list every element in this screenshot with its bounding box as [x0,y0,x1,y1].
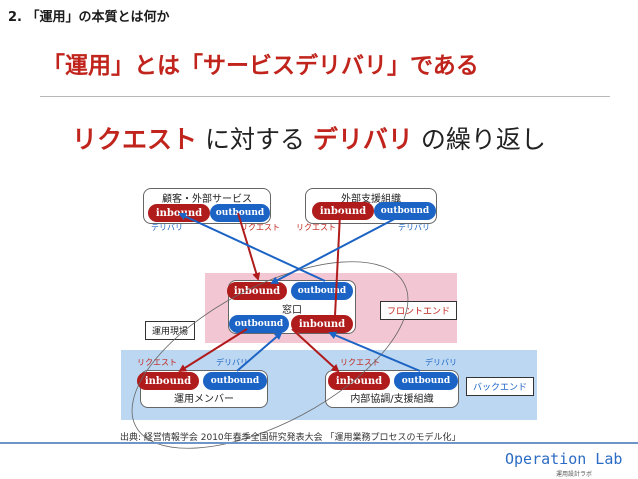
members-inbound: inbound [137,372,199,390]
customer-request-label: リクエスト [240,223,280,232]
members-outbound: outbound [203,372,267,390]
title-divider [40,96,610,97]
window-inbound-bottom: inbound [291,315,353,333]
arrow-external-request [334,212,344,317]
subtitle-delivery: デリバリ [312,125,413,154]
arrow-customer-delivery [178,212,326,282]
customer-delivery-label: デリバリ [151,223,183,232]
window-outbound-top: outbound [291,282,353,300]
window-box: 窓口 inbound outbound outbound inbound [227,280,356,334]
internal-box: inbound outbound 内部協調/支援組織 [325,370,459,408]
slide-subtitle: リクエスト に対する デリバリ の繰り返し [72,120,546,156]
members-delivery-label: デリバリ [216,358,248,367]
subtitle-request: リクエスト [72,125,198,154]
window-label: 窓口 [282,305,302,316]
field-tag: 運用現場 [145,321,196,340]
arrow-members-request [178,328,248,373]
arrow-internal-delivery [328,331,421,372]
subtitle-ending: の繰り返し [412,125,546,154]
frontend-tag: フロントエンド [380,301,458,320]
operation-lab-subtitle: 運用設計ラボ [556,471,593,478]
customer-outbound: outbound [210,204,270,222]
section-heading: 2. 「運用」の本質とは何か [8,10,170,25]
internal-label: 内部協調/支援組織 [350,394,434,405]
window-inbound-top: inbound [227,282,287,300]
internal-inbound: inbound [328,372,390,390]
internal-delivery-label: デリバリ [425,358,457,367]
internal-request-label: リクエスト [340,358,380,367]
window-outbound-bottom: outbound [229,315,289,333]
members-box: inbound outbound 運用メンバー [137,370,268,408]
subtitle-connector: に対する [197,125,313,154]
members-label: 運用メンバー [174,394,234,405]
footer-divider [0,442,638,444]
members-request-label: リクエスト [137,358,177,367]
operation-lab-logo: Operation Lab [505,450,623,468]
customer-label: 顧客・外部サービス [162,194,252,205]
backend-tag: バックエンド [466,377,535,396]
slide-title: 「運用」とは「サービスデリバリ」である [42,53,479,79]
arrow-external-delivery [270,213,405,284]
external-outbound: outbound [374,202,436,220]
internal-outbound: outbound [394,372,458,390]
source-citation: 出典: 経営情報学会 2010年春季全国研究発表大会 「運用業務プロセスのモデル… [120,433,461,443]
arrow-members-delivery [236,331,283,372]
external-inbound: inbound [312,202,374,220]
external-support-label: 外部支援組織 [341,194,401,205]
external-request-label: リクエスト [296,223,336,232]
operation-field-ellipse [131,261,409,449]
arrow-internal-request [291,328,340,373]
external-support-box: 外部支援組織 inbound outbound [305,188,437,224]
external-delivery-label: デリバリ [398,223,430,232]
